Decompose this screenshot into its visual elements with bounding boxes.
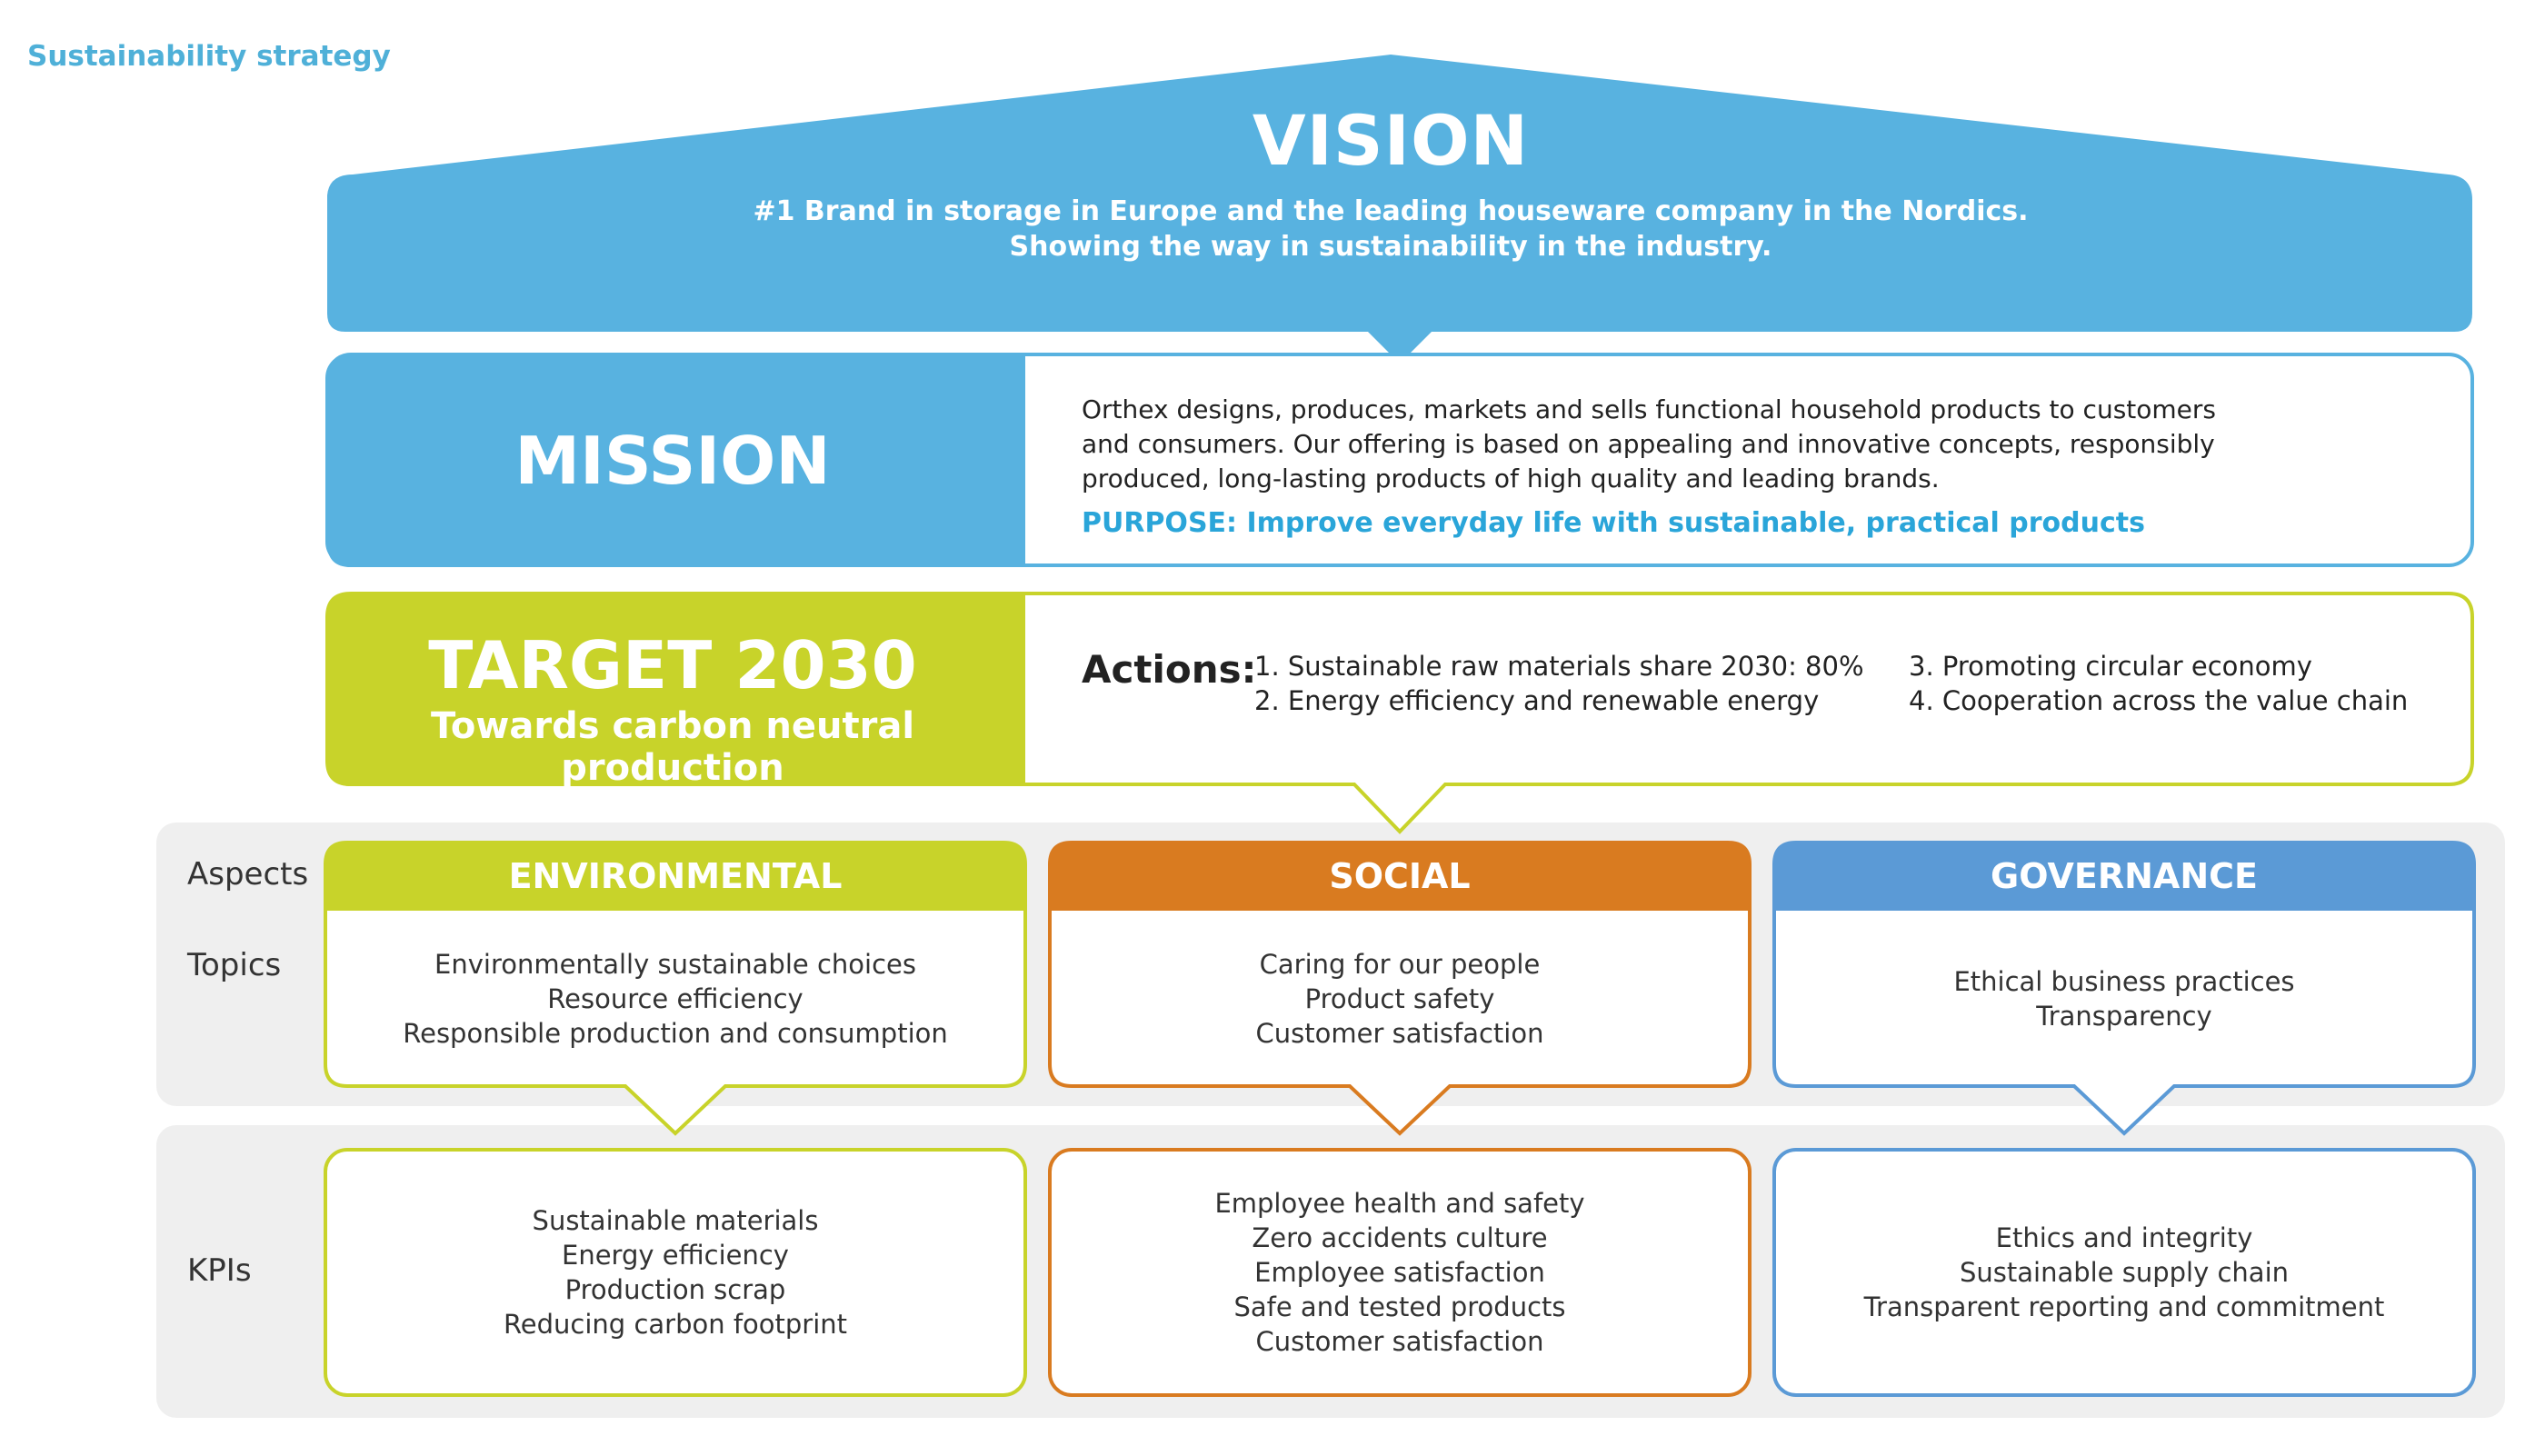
aspect-header-0 <box>325 843 1025 911</box>
mission-title-panel <box>327 354 1025 567</box>
kpi-item: Transparent reporting and commitment <box>1863 1291 2385 1322</box>
target-title-panel <box>327 593 1025 786</box>
kpi-item: Energy efficiency <box>562 1240 789 1271</box>
kpi-box-2 <box>1772 1148 2476 1397</box>
aspect-header-2 <box>1774 843 2474 911</box>
action-4: 4. Cooperation across the value chain <box>1909 685 2409 716</box>
vision-line-2: Showing the way in sustainability in the… <box>1009 231 1772 263</box>
aspect-header-1 <box>1050 843 1750 911</box>
vision-title: VISION <box>1252 100 1530 181</box>
row-label-kpis: KPIs <box>187 1252 252 1289</box>
kpi-box-0 <box>324 1148 1027 1397</box>
kpi-item: Ethics and integrity <box>1995 1222 2253 1253</box>
actions-label: Actions: <box>1082 647 1257 692</box>
topic-item: Environmentally sustainable choices <box>434 948 916 980</box>
action-2: 2. Energy efficiency and renewable energ… <box>1254 685 1820 716</box>
kpi-item: Safe and tested products <box>1233 1291 1566 1322</box>
vision-roof <box>327 55 2472 364</box>
vision-line-1: #1 Brand in storage in Europe and the le… <box>753 195 2029 227</box>
action-3: 3. Promoting circular economy <box>1909 651 2312 682</box>
topic-item: Responsible production and consumption <box>403 1017 948 1049</box>
aspect-name: SOCIAL <box>1329 856 1471 896</box>
kpi-item: Reducing carbon footprint <box>503 1309 848 1340</box>
mission-title: MISSION <box>514 423 831 499</box>
target-title: TARGET 2030 <box>428 627 917 703</box>
topic-item: Customer satisfaction <box>1255 1017 1544 1049</box>
page-title: Sustainability strategy <box>27 40 391 73</box>
kpi-item: Sustainable supply chain <box>1959 1257 2290 1288</box>
kpi-box-1 <box>1048 1148 1752 1397</box>
action-1: 1. Sustainable raw materials share 2030:… <box>1254 651 1864 682</box>
kpi-item: Customer satisfaction <box>1255 1326 1544 1357</box>
kpi-item: Employee health and safety <box>1214 1188 1585 1219</box>
kpi-item: Zero accidents culture <box>1252 1222 1548 1253</box>
kpi-item: Production scrap <box>564 1274 786 1305</box>
topic-item: Ethical business practices <box>1953 965 2295 997</box>
mission-text: Orthex designs, produces, markets and se… <box>1082 394 2216 494</box>
topic-item: Transparency <box>2036 1000 2212 1032</box>
topic-item: Product safety <box>1304 982 1495 1014</box>
row-label-aspects: Aspects <box>187 856 309 893</box>
target-subtitle: Towards carbon neutral production <box>430 705 915 789</box>
aspect-name: GOVERNANCE <box>1991 856 2258 896</box>
aspect-name: ENVIRONMENTAL <box>508 856 843 896</box>
topic-item: Resource efficiency <box>547 982 803 1014</box>
mission-purpose: PURPOSE: Improve everyday life with sust… <box>1082 507 2145 539</box>
kpi-item: Sustainable materials <box>532 1205 819 1236</box>
kpi-item: Employee satisfaction <box>1254 1257 1545 1288</box>
topic-item: Caring for our people <box>1259 948 1541 980</box>
row-label-topics: Topics <box>187 947 282 983</box>
